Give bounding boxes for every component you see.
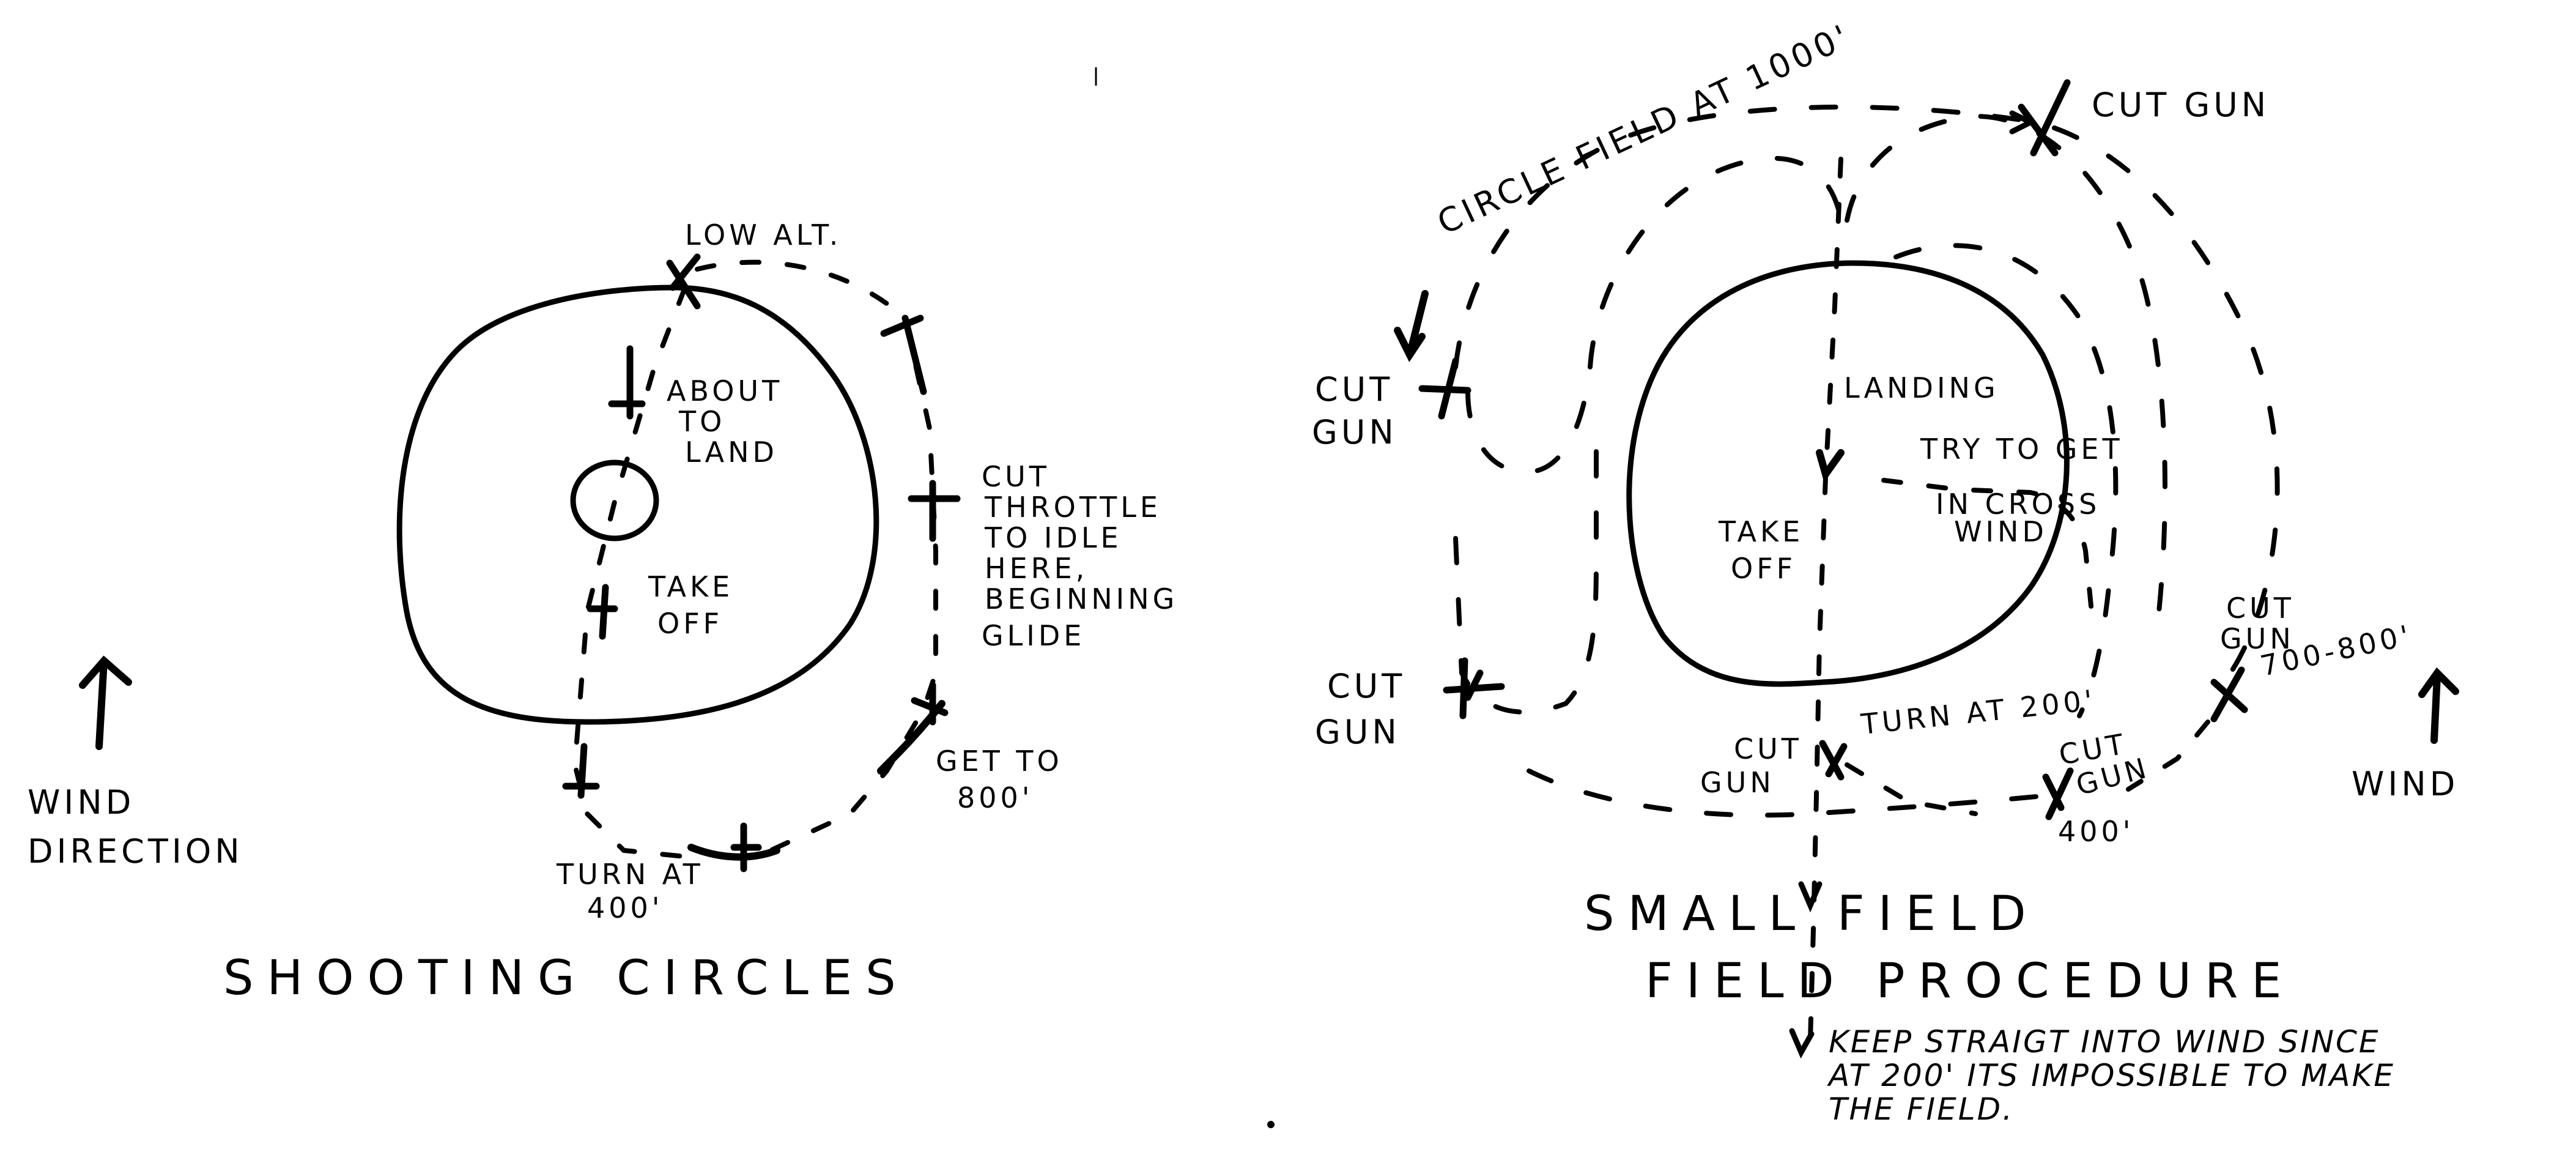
label-cut-throttle-6: GLIDE xyxy=(982,619,1085,652)
label-cut-throttle-3: TO IDLE xyxy=(984,521,1122,554)
title-field-procedure: FIELD PROCEDURE xyxy=(1645,954,2295,1009)
right-inner-loop xyxy=(1893,243,2119,718)
cut-gun-400-marker xyxy=(2042,767,2074,820)
label-take: TAKE xyxy=(648,570,733,603)
label-direction: DIRECTION xyxy=(28,832,243,871)
label-wind-cross: WIND xyxy=(1954,515,2048,548)
label-land: LAND xyxy=(685,436,778,469)
wind-direction-arrow-icon xyxy=(79,655,132,750)
label-try-to-get: TRY TO GET xyxy=(1920,433,2123,466)
note-line-3: THE FIELD. xyxy=(1829,1091,2014,1127)
label-cut-gun-top: CUT GUN xyxy=(2092,86,2270,124)
cross-wind-path xyxy=(1881,478,2094,614)
cut-gun-bottom-marker xyxy=(1819,740,1848,781)
small-field-arrow-icon xyxy=(1798,881,1823,913)
label-cut-throttle-4: HERE, xyxy=(985,552,1088,585)
wind-arrow-icon xyxy=(2418,667,2459,744)
field-outline xyxy=(396,284,879,725)
label-cut-throttle-1: CUT xyxy=(982,460,1050,493)
label-gun-upper: GUN xyxy=(1312,413,1397,452)
about-to-land-marker xyxy=(608,345,646,420)
small-field-procedure-diagram: CIRCLE FIELD AT 1000' CUT GUN CUT GUN CU… xyxy=(1312,16,2459,1127)
take-off-marker xyxy=(587,584,618,640)
small-field-outline xyxy=(1626,260,2070,687)
label-cut-bottom: CUT xyxy=(1734,732,1802,765)
label-off: OFF xyxy=(1731,552,1796,585)
label-take: TAKE xyxy=(1718,515,1804,548)
label-get-to: GET TO xyxy=(936,745,1063,778)
label-cut-lower: CUT xyxy=(1327,667,1405,705)
right-outer-loop xyxy=(1845,113,2167,614)
label-400: 400' xyxy=(2058,815,2134,848)
turn-segment xyxy=(687,844,780,861)
label-cut-upper: CUT xyxy=(1315,370,1393,409)
center-approach-line xyxy=(1808,157,1843,1043)
label-cut-throttle-5: BEGINNING xyxy=(985,582,1178,615)
label-wind: WIND xyxy=(28,783,135,822)
label-gun-right: GUN xyxy=(2220,622,2295,655)
label-gun-lower: GUN xyxy=(1315,713,1401,751)
label-low-alt: LOW ALT. xyxy=(685,218,842,251)
low-alt-marker xyxy=(666,253,701,310)
circle-field-arrow-icon xyxy=(1394,290,1429,362)
label-cut-right: CUT xyxy=(2226,592,2295,625)
note-line-1: KEEP STRAIGT INTO WIND SINCE xyxy=(1829,1024,2380,1060)
target-circle xyxy=(570,459,659,541)
label-turn-at-200: TURN AT 200' xyxy=(1859,683,2098,741)
label-turn-at: TURN AT xyxy=(556,858,704,891)
circuit-path xyxy=(695,259,938,853)
label-cut-throttle-2: THROTTLE xyxy=(984,491,1161,524)
bottom-left-marker xyxy=(562,743,600,799)
get-to-800-marker xyxy=(911,682,949,726)
label-off: OFF xyxy=(657,607,723,640)
shooting-circles-diagram: LOW ALT. ABOUT TO LAND TAKE OFF CUT THRO… xyxy=(28,218,1178,1006)
label-400: 400' xyxy=(587,891,663,924)
title-small-field: SMALL FIELD xyxy=(1584,887,2040,942)
right-diag-path xyxy=(2126,719,2210,792)
label-in-cross: IN CROSS xyxy=(1936,488,2100,521)
circle-field-loop xyxy=(1453,105,2280,682)
cut-gun-top-marker xyxy=(2018,79,2071,157)
ink-speck xyxy=(1267,1121,1275,1128)
cut-gun-700-marker xyxy=(2210,666,2248,723)
label-wind-right: WIND xyxy=(2352,765,2459,803)
upper-right-marker xyxy=(880,314,927,395)
label-to: TO xyxy=(678,405,725,438)
left-lower-loop xyxy=(1453,426,1599,715)
landing-arrow-icon xyxy=(1816,449,1845,483)
note-line-2: AT 200' ITS IMPOSSIBLE TO MAKE xyxy=(1827,1058,2395,1093)
cut-gun-left-lower-marker xyxy=(1443,657,1505,719)
label-gun-bottom: GUN xyxy=(1700,766,1775,799)
label-landing: LANDING xyxy=(1844,371,1999,404)
turn-at-400-marker xyxy=(730,822,762,872)
inner-left-loop xyxy=(1465,155,1843,475)
keep-straight-arrow-icon xyxy=(1789,1028,1815,1059)
label-about: ABOUT xyxy=(667,374,783,407)
cut-gun-left-upper-marker xyxy=(1418,357,1471,420)
bottom-turn-path xyxy=(1527,768,2051,818)
cut-throttle-marker xyxy=(908,480,961,542)
label-circle-field: CIRCLE FIELD AT 1000' xyxy=(1432,16,1857,242)
title-shooting-circles: SHOOTING CIRCLES xyxy=(223,951,909,1006)
landing-path xyxy=(572,285,687,859)
label-800: 800' xyxy=(957,781,1033,814)
